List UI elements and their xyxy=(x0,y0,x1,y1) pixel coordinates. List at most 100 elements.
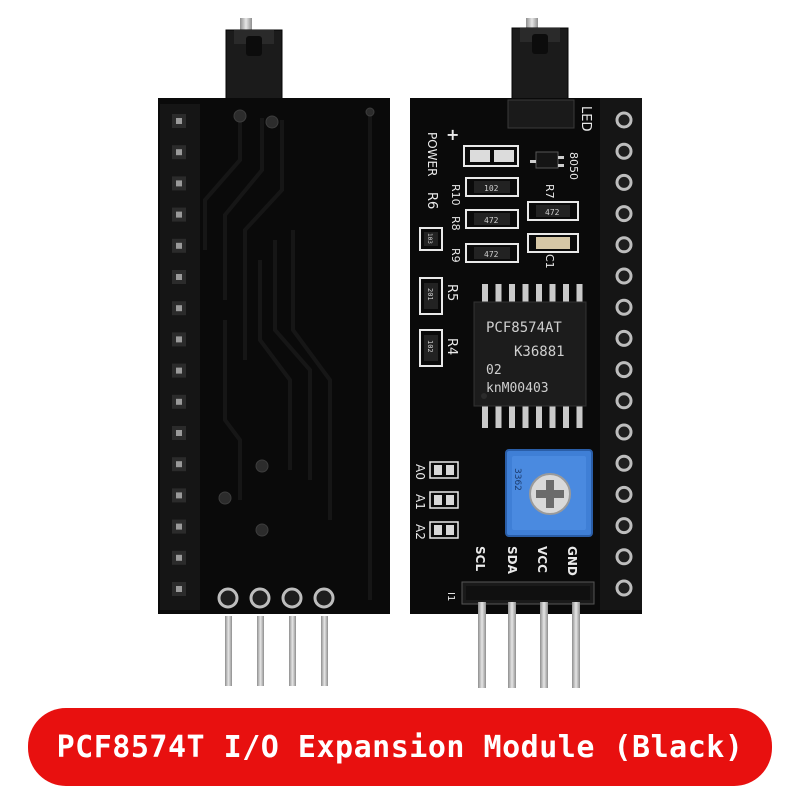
resistor-r4: 102 xyxy=(419,329,443,367)
back-bottom-pads xyxy=(217,587,335,609)
label-sda: SDA xyxy=(505,546,519,575)
label-c1: C1 xyxy=(543,254,556,269)
header-pin-core xyxy=(176,211,182,218)
label-8050: 8050 xyxy=(567,152,580,180)
label-plus: + xyxy=(446,125,459,144)
label-r5: R5 xyxy=(444,284,459,301)
chip-line-4: knM00403 xyxy=(486,381,549,396)
pcf8574-chip: PCF8574AT K36881 02 knM00403 xyxy=(473,284,587,428)
label-led: LED xyxy=(578,106,593,131)
resistor-r8: 472 xyxy=(465,209,519,229)
back-header-pins xyxy=(172,114,186,596)
contrast-potentiometer: 3362 xyxy=(505,449,593,537)
chip-line-1: PCF8574AT xyxy=(486,320,562,336)
header-pin-core xyxy=(176,523,182,530)
header-pin-core xyxy=(176,554,182,561)
header-pin-core xyxy=(176,430,182,436)
chip-pin-top xyxy=(576,284,583,304)
label-r8: R8 xyxy=(449,216,462,231)
header-pin-pad xyxy=(615,454,633,472)
header-pin-pad xyxy=(615,485,633,503)
header-pin-pad xyxy=(615,329,633,347)
header-pin-core xyxy=(176,274,182,280)
chip-pin-top xyxy=(536,284,542,304)
header-pin-pad xyxy=(615,205,633,223)
label-a2: A2 xyxy=(413,524,427,540)
chip-pin-bottom xyxy=(536,404,542,428)
chip-pin-bottom xyxy=(509,404,515,428)
label-a1: A1 xyxy=(413,494,427,510)
resistor-r9-code: 472 xyxy=(484,250,499,259)
chip-pin-top xyxy=(509,284,515,304)
header-pin-pad xyxy=(615,423,633,441)
resistor-r10: 102 xyxy=(465,177,519,197)
front-board: LED POWER + 8050 R10 R6 R8 R9 R7 C1 R5 R… xyxy=(410,18,642,688)
header-pin-core xyxy=(176,336,182,343)
label-i1: I1 xyxy=(445,592,456,601)
header-pin-core xyxy=(176,180,182,187)
header-pin-core xyxy=(176,242,182,249)
chip-pin-top xyxy=(549,284,556,304)
back-vias xyxy=(218,107,375,537)
chip-pin-bottom xyxy=(482,404,488,428)
i2c-header xyxy=(461,581,595,688)
chip-line-3: 02 xyxy=(486,363,502,378)
resistor-r6-code: 103 xyxy=(426,233,433,244)
chip-pin-bottom xyxy=(522,404,529,428)
led-jumper-socket xyxy=(507,99,575,129)
chip-line-2: K36881 xyxy=(514,344,565,360)
capacitor-c1 xyxy=(527,233,579,253)
jumper-cap-front xyxy=(511,18,569,103)
chip-pin-bottom xyxy=(563,404,569,428)
caption-text: PCF8574T I/O Expansion Module (Black) xyxy=(56,729,744,765)
header-pin-pad xyxy=(615,267,633,285)
front-header-pins xyxy=(615,111,633,597)
back-board xyxy=(158,18,390,686)
header-pin-core xyxy=(176,492,182,499)
transistor-8050 xyxy=(530,151,564,169)
label-r6: R6 xyxy=(424,192,439,209)
label-scl: SCL xyxy=(473,546,487,571)
label-r4: R4 xyxy=(444,338,459,355)
address-pads xyxy=(429,461,459,539)
caption-banner: PCF8574T I/O Expansion Module (Black) xyxy=(28,708,772,786)
label-vcc: VCC xyxy=(535,546,549,573)
chip-pin-top xyxy=(495,284,502,304)
label-r10: R10 xyxy=(449,184,462,206)
label-a0: A0 xyxy=(413,464,427,480)
header-pin-core xyxy=(176,118,182,124)
header-pin-core xyxy=(176,398,182,405)
header-pin-pad xyxy=(615,579,633,597)
header-pin-core xyxy=(176,149,182,156)
label-r7: R7 xyxy=(543,184,556,199)
chip-pin-top xyxy=(482,284,488,304)
header-pin-core xyxy=(176,586,182,592)
resistor-r7-code: 472 xyxy=(545,208,560,217)
resistor-r8-code: 472 xyxy=(484,216,499,225)
header-pin-pad xyxy=(615,236,633,254)
header-pin-pad xyxy=(615,361,633,379)
header-pin-pad xyxy=(615,298,633,316)
chip-pin-bottom xyxy=(549,404,556,428)
header-pin-core xyxy=(176,367,182,374)
resistor-r6: 103 xyxy=(419,227,443,251)
resistor-r4-code: 102 xyxy=(426,340,434,353)
header-pin-pad xyxy=(615,548,633,566)
back-traces xyxy=(203,110,372,600)
label-r9: R9 xyxy=(449,248,462,263)
chip-pin-bottom xyxy=(495,404,502,428)
label-power: POWER xyxy=(425,132,439,176)
header-pin-pad xyxy=(615,142,633,160)
power-led xyxy=(463,145,519,167)
header-pin-pad xyxy=(615,517,633,535)
resistor-r7: 472 xyxy=(527,201,579,221)
resistor-r5: 201 xyxy=(419,277,443,315)
label-gnd: GND xyxy=(565,546,579,576)
header-pin-pad xyxy=(615,111,633,129)
jumper-cap-back xyxy=(225,18,283,101)
resistor-r5-code: 201 xyxy=(426,288,434,301)
header-pin-core xyxy=(176,305,182,312)
chip-pin-bottom xyxy=(576,404,583,428)
resistor-r9: 472 xyxy=(465,243,519,263)
